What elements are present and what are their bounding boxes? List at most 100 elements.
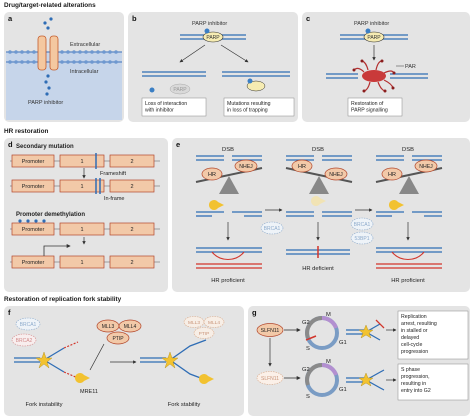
mre11-nuclease-icon — [75, 373, 90, 384]
caption-box-c — [347, 97, 403, 117]
gene-row-2 — [10, 178, 160, 194]
parp-faded — [169, 83, 191, 95]
caption-box-g-top — [397, 310, 469, 360]
gene-row-1 — [10, 153, 160, 169]
label-extracellular: Extracellular — [70, 42, 100, 48]
caption-g-top-l3: in stalled or — [401, 328, 428, 334]
caption-g-top-l6: progression — [401, 349, 428, 355]
caption-g-bottom-l4: entry into G2 — [401, 388, 431, 394]
section-header-hr: HR restoration — [4, 128, 49, 135]
label-mll4: MLL4 — [124, 324, 137, 330]
caption-g-top: Replication arrest, resulting in stalled… — [401, 314, 438, 355]
label-parp-inhibitor-a: PARP inhibitor — [28, 100, 63, 106]
label-exon1-1: 1 — [80, 159, 83, 165]
label-brca1-e: BRCA1 — [264, 226, 281, 232]
parp-protein-b — [202, 31, 224, 43]
panel-letter-d: d — [8, 140, 13, 149]
label-exon1-3: 1 — [80, 227, 83, 233]
label-slfn11-faded: SLFN11 — [261, 376, 279, 382]
label-brca1-f: BRCA1 — [20, 322, 37, 328]
gene-row-3 — [10, 219, 160, 236]
label-dsb-3: DSB — [402, 147, 414, 153]
label-parp-inhibitor-c: PARP inhibitor — [354, 21, 389, 27]
label-parp-faded: PARP — [173, 87, 187, 93]
label-parp-b: PARP — [206, 35, 220, 41]
caption-g-top-l2: arrest, resulting — [401, 321, 437, 327]
label-dsb-2: DSB — [312, 147, 324, 153]
label-m-top: M — [326, 312, 331, 318]
panel-c-dna-lower — [326, 73, 428, 79]
slfn11-faded — [256, 371, 284, 385]
label-intracellular: Intracellular — [70, 69, 99, 75]
label-brca1-e2: BRCA1 — [354, 222, 371, 228]
panel-a-membrane — [6, 50, 122, 120]
label-53bp1: 53BP1 — [354, 236, 369, 242]
label-dsb-1: DSB — [222, 147, 234, 153]
gene-row-4 — [10, 244, 160, 269]
caption-g-top-l1: Replication — [401, 314, 427, 320]
caption-c: Restoration of PARP signalling — [351, 101, 388, 114]
panel-d-background — [4, 138, 168, 292]
panel-e-dsb-dna — [196, 155, 442, 161]
section-header-drug: Drug/target-related alterations — [4, 2, 96, 9]
label-hr-1: HR — [208, 172, 216, 178]
inhibitor-c-icon — [365, 28, 371, 34]
inhibitor-molecules-icon — [43, 17, 53, 96]
caption-box-b-left — [141, 97, 207, 117]
label-promoter-3: Promoter — [22, 227, 45, 233]
parp-protein-c — [363, 31, 385, 43]
bound-inhibitor-icon — [204, 28, 210, 34]
label-s-bottom: S — [306, 394, 310, 400]
caption-g-bottom-l3: resulting in — [401, 381, 426, 387]
caption-b-right: Mutations resulting in loss of trapping — [227, 101, 272, 114]
label-exon2-4: 2 — [130, 260, 133, 266]
label-exon1-2: 1 — [80, 184, 83, 190]
bound-inhibitor-icon-2 — [247, 78, 253, 84]
seesaw-3 — [375, 159, 443, 194]
caption-g-bottom-l2: progression, — [401, 374, 430, 380]
caption-b-left-line1: Loss of interaction — [145, 101, 187, 107]
label-promoter-demethylation: Promoter demethylation — [16, 212, 85, 218]
label-mre11: MRE11 — [80, 389, 98, 395]
label-promoter-2: Promoter — [22, 184, 45, 190]
label-g1-top: G1 — [339, 340, 347, 346]
caption-b-right-line2: in loss of trapping — [227, 108, 268, 114]
label-promoter-1: Promoter — [22, 159, 45, 165]
caption-c-line1: Restoration of — [351, 101, 384, 107]
label-mll4-faded: MLL4 — [208, 320, 220, 326]
label-hr-proficient-1: HR proficient — [211, 278, 245, 284]
label-exon1-4: 1 — [80, 260, 83, 266]
panel-b-background — [128, 12, 298, 122]
panel-letter-b: b — [132, 14, 137, 23]
label-fork-instability: Fork instability — [25, 402, 62, 408]
label-mll3: MLL3 — [102, 324, 115, 330]
label-frameshift: Frameshift — [100, 171, 126, 177]
label-brca2-f: BRCA2 — [16, 338, 33, 344]
label-nhej-3: NHEJ — [419, 164, 433, 170]
panel-letter-c: c — [306, 14, 310, 23]
panel-f-background — [4, 306, 244, 416]
panel-letter-g: g — [252, 308, 257, 317]
label-hr-proficient-2: HR proficient — [391, 278, 425, 284]
panel-e-repair-dna — [196, 222, 442, 269]
cell-cycle-wheel-bottom — [305, 363, 339, 397]
caption-g-bottom: S phase progression, resulting in entry … — [401, 367, 431, 394]
panel-b-dna-lower — [142, 71, 290, 77]
caption-g-bottom-l1: S phase — [401, 367, 420, 373]
seesaw-2 — [285, 159, 353, 194]
brca2-faded-f — [11, 333, 37, 347]
panel-letter-a: a — [8, 14, 13, 23]
mll-to-mre11-line — [89, 343, 105, 371]
arrow-b-right — [220, 44, 249, 63]
label-inframe: In-frame — [104, 196, 124, 202]
label-g2-top: G2 — [302, 320, 310, 326]
label-secondary-mutation: Secondary mutation — [16, 144, 74, 150]
label-exon2-1: 2 — [130, 159, 133, 165]
label-parp-c: PARP — [367, 35, 381, 41]
caption-box-g-bottom — [397, 363, 469, 401]
parp-protein-b2 — [246, 80, 266, 92]
arrow-b-left — [179, 44, 206, 63]
caption-b-right-line1: Mutations resulting — [227, 101, 271, 107]
free-inhibitor-icon — [149, 87, 155, 93]
